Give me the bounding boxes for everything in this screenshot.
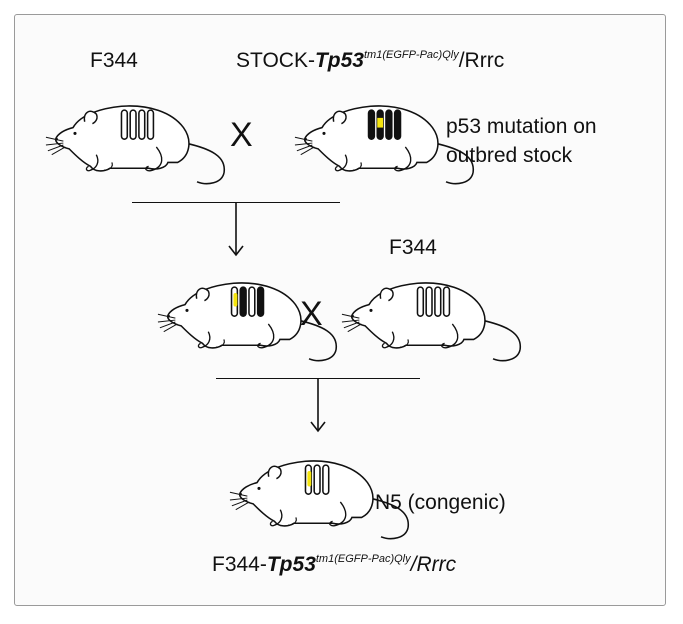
rat-n5-congenic [229, 460, 410, 540]
rat-stock-mutant [294, 105, 475, 185]
parent-label-f344-second: F344 [389, 236, 437, 259]
mutation-note-line1: p53 mutation on [446, 115, 597, 138]
congenic-strain-label: F344-Tp53tm1(EGFP-Pac)Qly/Rrrc [212, 553, 457, 576]
mutant-allele-marker [307, 470, 312, 487]
rat-f344-backcross [341, 282, 522, 362]
mutant-allele-marker [233, 292, 238, 307]
down-arrow-1 [228, 202, 244, 257]
generation-label-n5: N5 (congenic) [375, 491, 506, 514]
chromosome-bars-mixed [230, 286, 265, 317]
cross-symbol-1: X [230, 116, 253, 154]
parent-label-stock: STOCK-Tp53tm1(EGFP-Pac)Qly/Rrrc [236, 49, 505, 72]
mutant-allele-marker [377, 117, 384, 128]
rat-f1-offspring [157, 282, 338, 362]
parent-label-f344: F344 [90, 49, 138, 72]
chromosome-bars-wildtype [120, 109, 155, 140]
down-arrow-2 [310, 378, 326, 433]
chromosome-bars-outbred-mutant [367, 109, 402, 140]
chromosome-bars-wildtype [416, 286, 451, 317]
chromosome-bars-congenic [304, 464, 330, 495]
mutation-note-line2: outbred stock [446, 144, 573, 167]
rat-f344-parent [45, 105, 226, 185]
